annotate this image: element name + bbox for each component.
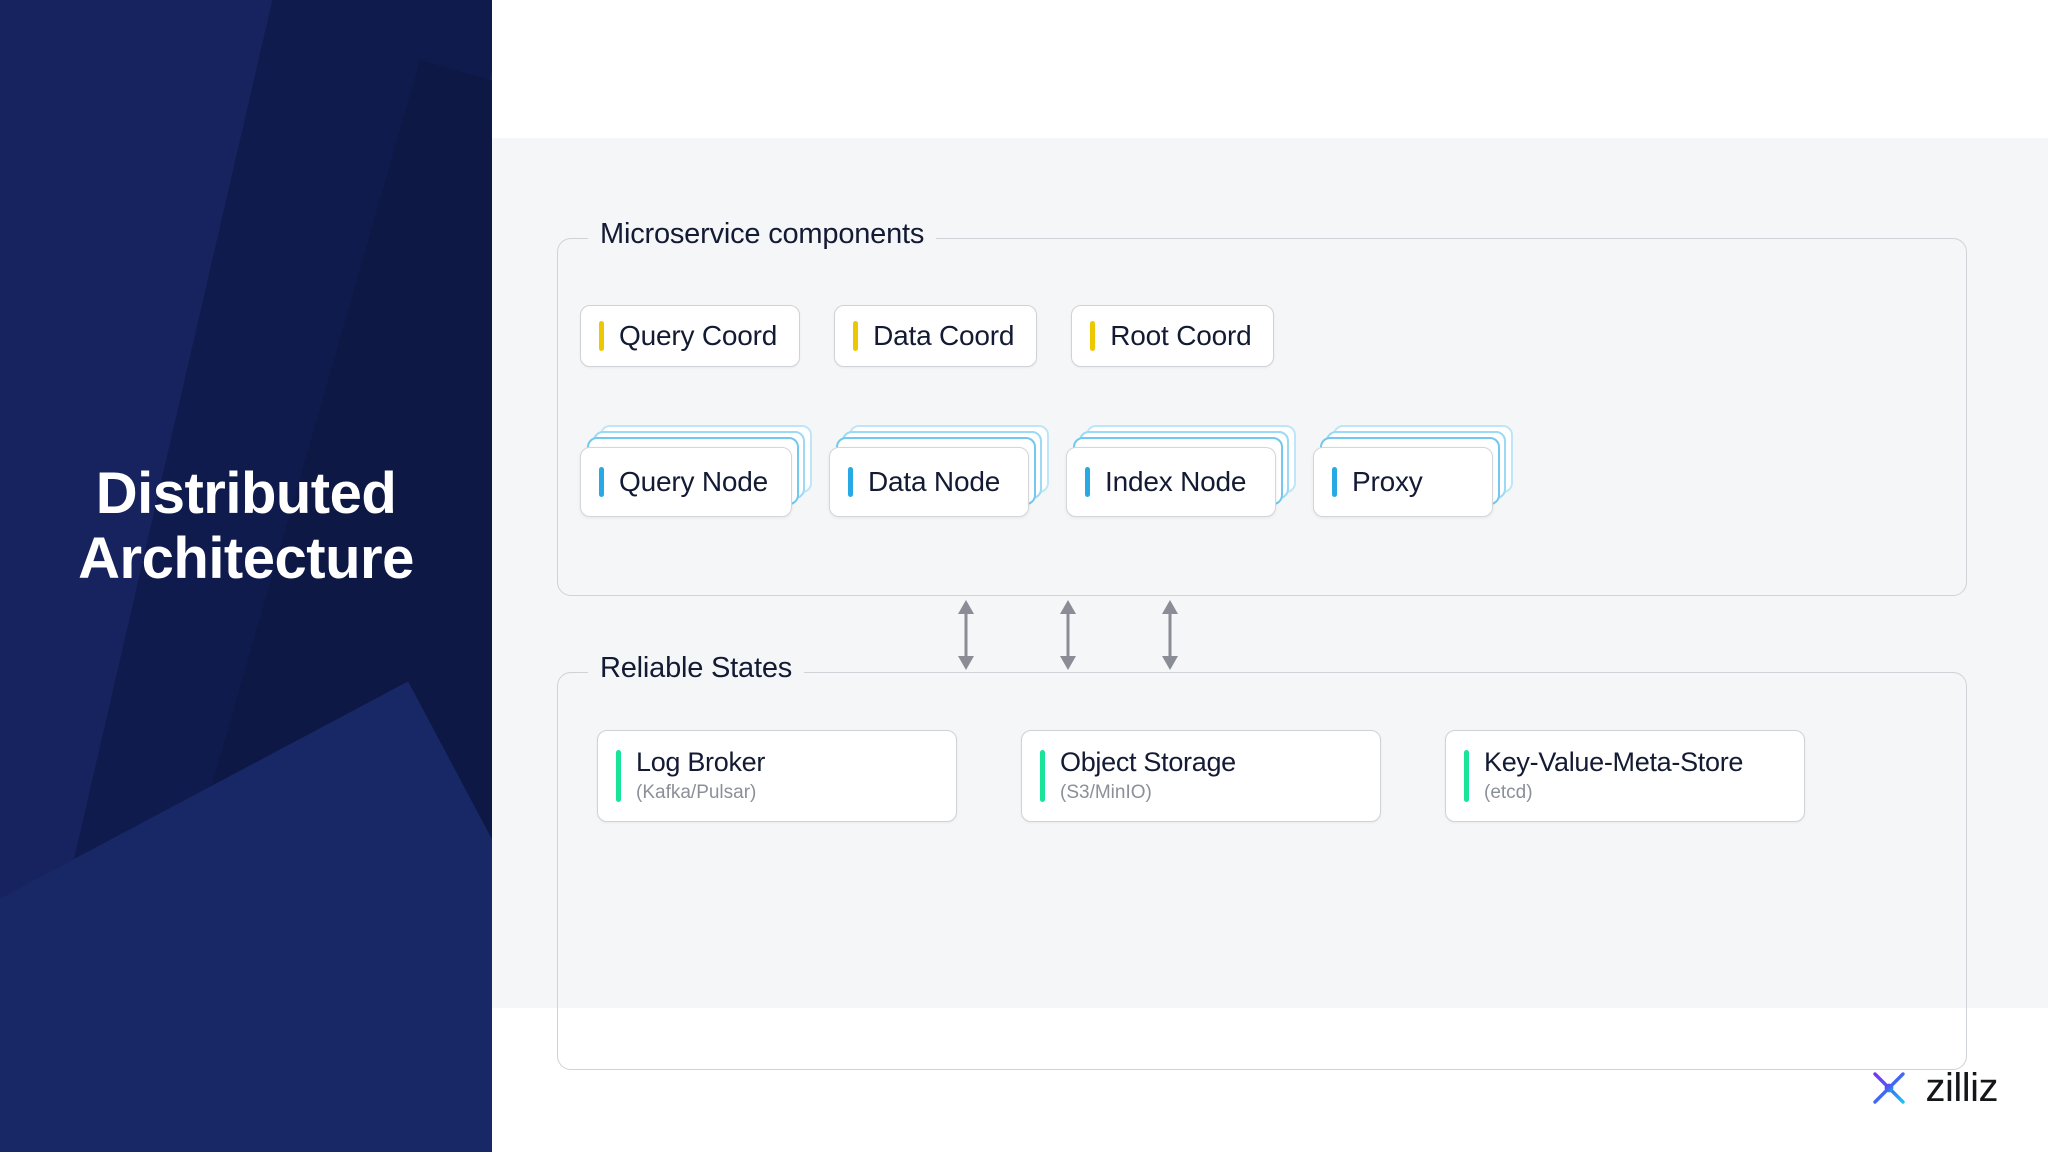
card-label: Query Node [619, 466, 768, 497]
card-subtitle: (Kafka/Pulsar) [636, 781, 757, 803]
microservice-components-group: Microservice components [557, 218, 1967, 596]
card-label: Index Node [1105, 466, 1247, 497]
card-label: Data Coord [873, 320, 1015, 351]
diagram-canvas: Microservice components Query Coord Data… [492, 138, 2048, 1070]
card-title: Log Broker [636, 746, 766, 777]
left-title-panel: Distributed Architecture [0, 0, 492, 1152]
card-log-broker[interactable]: Log Broker (Kafka/Pulsar) [597, 730, 957, 822]
card-label: Query Coord [619, 320, 778, 351]
card-subtitle: (S3/MinIO) [1060, 781, 1152, 803]
card-text: Object Storage (S3/MinIO) [1060, 747, 1236, 806]
node-front-card[interactable]: Data Node [829, 447, 1029, 517]
card-text: Key-Value-Meta-Store (etcd) [1484, 747, 1743, 806]
double-arrow-icon [1060, 600, 1076, 670]
node-card-row: Query Node Data Node Index Node [580, 425, 1513, 521]
brand-logo: zilliz [1867, 1066, 1998, 1110]
card-title: Key-Value-Meta-Store [1484, 746, 1744, 777]
accent-bar-icon [616, 750, 621, 802]
double-arrow-icon [958, 600, 974, 670]
reliable-states-legend: Reliable States [588, 652, 805, 685]
brand-wordmark: zilliz [1925, 1066, 1998, 1110]
card-key-value-meta-store[interactable]: Key-Value-Meta-Store (etcd) [1445, 730, 1805, 822]
card-subtitle: (etcd) [1484, 781, 1533, 803]
accent-bar-icon [1332, 467, 1337, 497]
accent-bar-icon [599, 467, 604, 497]
accent-bar-icon [1464, 750, 1469, 802]
accent-bar-icon [853, 321, 859, 351]
card-proxy[interactable]: Proxy [1313, 425, 1513, 521]
double-arrow-icon [1162, 600, 1178, 670]
slide-title-line-1: Distributed [95, 461, 397, 526]
card-data-node[interactable]: Data Node [829, 425, 1049, 521]
slide-title: Distributed Architecture [0, 461, 492, 592]
coordinator-card-row: Query Coord Data Coord Root Coord [580, 305, 1275, 367]
microservice-components-legend: Microservice components [588, 218, 937, 251]
card-query-coord[interactable]: Query Coord [580, 305, 801, 367]
card-text: Log Broker (Kafka/Pulsar) [636, 747, 765, 806]
card-data-coord[interactable]: Data Coord [834, 305, 1038, 367]
card-index-node[interactable]: Index Node [1066, 425, 1296, 521]
accent-bar-icon [1090, 321, 1096, 351]
card-root-coord[interactable]: Root Coord [1071, 305, 1275, 367]
accent-bar-icon [848, 467, 853, 497]
accent-bar-icon [1085, 467, 1090, 497]
storage-card-row: Log Broker (Kafka/Pulsar) Object Storage… [597, 730, 1805, 822]
accent-bar-icon [1040, 750, 1045, 802]
node-front-card[interactable]: Proxy [1313, 447, 1493, 517]
card-title: Object Storage [1060, 746, 1236, 777]
slide-title-line-2: Architecture [78, 525, 414, 591]
zilliz-starburst-icon [1868, 1067, 1911, 1109]
card-query-node[interactable]: Query Node [580, 425, 812, 521]
connector-arrow-group [957, 600, 1179, 670]
card-label: Data Node [868, 466, 1001, 497]
card-label: Proxy [1352, 466, 1423, 497]
node-front-card[interactable]: Query Node [580, 447, 792, 517]
card-label: Root Coord [1110, 320, 1252, 351]
card-object-storage[interactable]: Object Storage (S3/MinIO) [1021, 730, 1381, 822]
reliable-states-group: Reliable States [557, 652, 1967, 1070]
accent-bar-icon [599, 321, 604, 351]
node-front-card[interactable]: Index Node [1066, 447, 1276, 517]
